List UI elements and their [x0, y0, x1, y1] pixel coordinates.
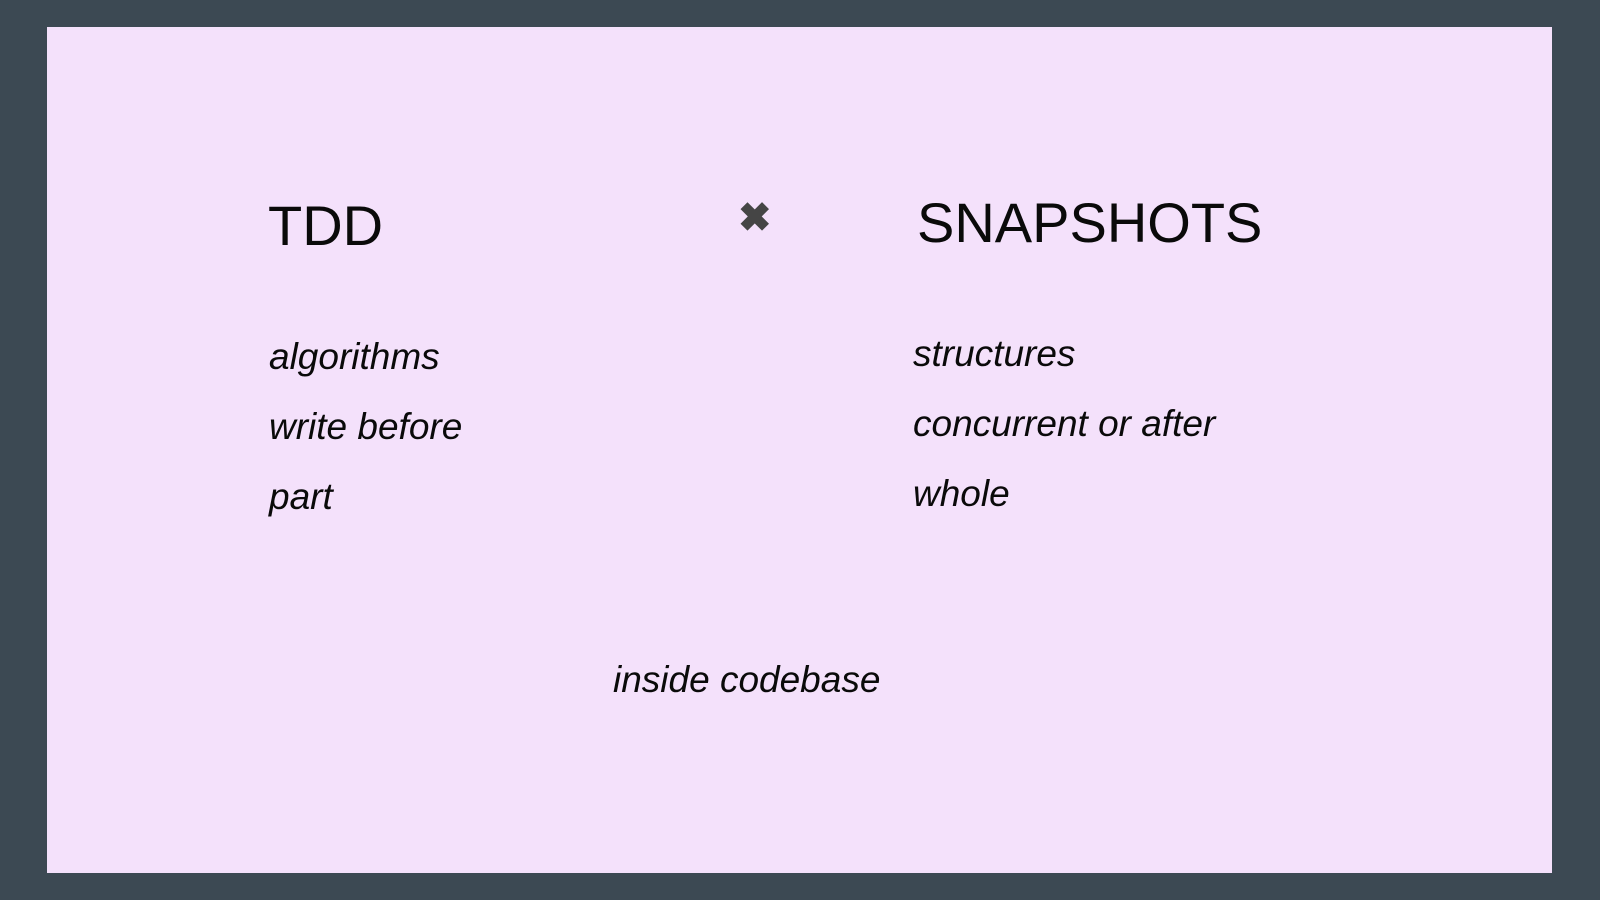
slide: TDD ✖ SNAPSHOTS algorithms write before …	[47, 27, 1552, 873]
footer-text: inside codebase	[613, 659, 881, 700]
tdd-item-write-before: write before	[269, 406, 463, 447]
tdd-item-part: part	[269, 476, 333, 517]
multiply-icon: ✖	[738, 196, 772, 240]
snapshots-item-structures: structures	[913, 333, 1076, 374]
tdd-heading: TDD	[268, 194, 384, 257]
tdd-item-algorithms: algorithms	[269, 336, 440, 377]
snapshots-heading: SNAPSHOTS	[917, 191, 1263, 254]
snapshots-item-whole: whole	[913, 473, 1010, 514]
snapshots-item-concurrent-or-after: concurrent or after	[913, 403, 1216, 444]
